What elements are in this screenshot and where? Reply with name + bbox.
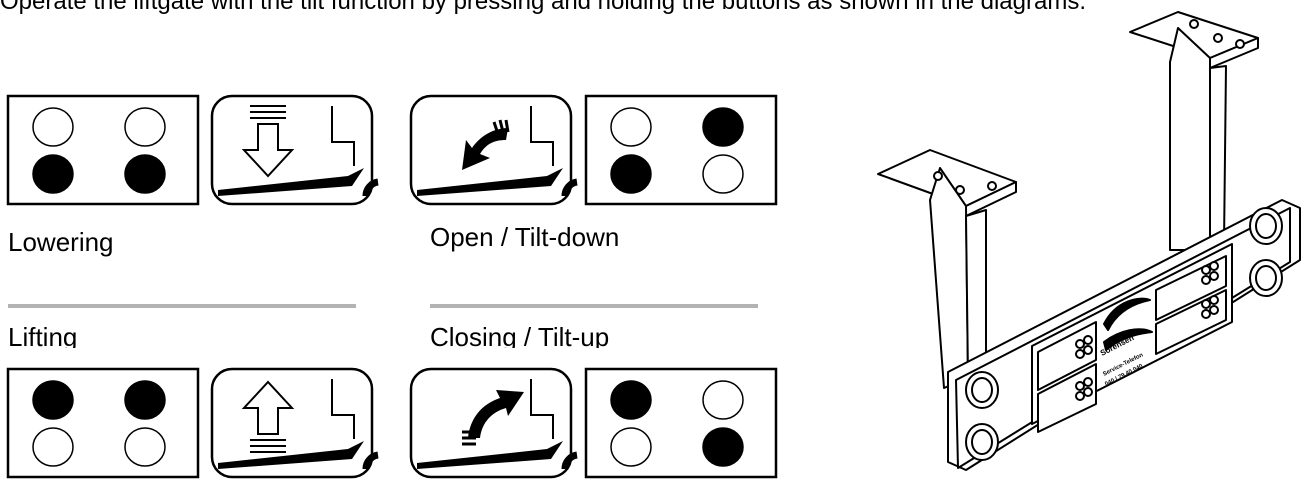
- tilt-up-button-pattern: [584, 367, 778, 479]
- unpressed-button-dot: [32, 107, 74, 147]
- tilt-down-pictogram: [409, 94, 577, 206]
- lowering-pictogram: [210, 94, 378, 206]
- unpressed-button-dot: [702, 154, 744, 194]
- unpressed-button-dot: [610, 427, 652, 467]
- pressed-button-dot: [32, 380, 74, 420]
- label-open-tilt-down: Open / Tilt-down: [430, 222, 620, 252]
- lifting-pictogram: [210, 367, 378, 479]
- unpressed-button-dot: [702, 380, 744, 420]
- pressed-button-dot: [702, 427, 744, 467]
- pressed-button-dot: [32, 154, 74, 194]
- unpressed-button-dot: [610, 107, 652, 147]
- control-box-illustration: [877, 11, 1301, 471]
- pressed-button-dot: [610, 154, 652, 194]
- unpressed-button-dot: [32, 427, 74, 467]
- instruction-text: Operate the liftgate with the tilt funct…: [0, 0, 1086, 15]
- unpressed-button-dot: [124, 107, 166, 147]
- label-lowering: Lowering: [8, 227, 114, 257]
- lifting-button-pattern: [6, 367, 200, 479]
- tilt-down-button-pattern: [584, 94, 778, 206]
- label-lifting: Lifting: [8, 322, 78, 348]
- separator-left: [8, 304, 356, 308]
- unpressed-button-dot: [124, 427, 166, 467]
- pressed-button-dot: [124, 380, 166, 420]
- pressed-button-dot: [124, 154, 166, 194]
- pressed-button-dot: [610, 380, 652, 420]
- tilt-up-pictogram: [409, 367, 577, 479]
- lowering-button-pattern: [6, 94, 200, 206]
- pressed-button-dot: [702, 107, 744, 147]
- label-closing-tilt-up: Closing / Tilt-up: [430, 322, 610, 348]
- separator-right: [430, 304, 758, 308]
